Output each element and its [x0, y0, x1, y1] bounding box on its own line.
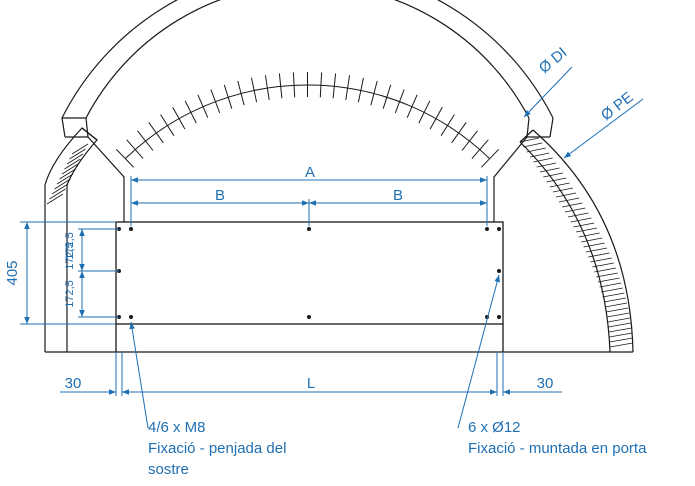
hatch-line	[599, 282, 622, 288]
brick-joint	[418, 100, 431, 124]
hole	[307, 227, 311, 231]
dim-30-left-label: 30	[65, 375, 82, 392]
hatch-line	[66, 153, 84, 165]
note-left-line3: sostre	[148, 461, 189, 478]
hatch-line	[604, 302, 628, 308]
note-right-line2: Fixació - muntada en porta	[468, 440, 647, 457]
hatch-line	[536, 162, 557, 168]
hatch-line	[543, 172, 564, 178]
dim-172-mid-label: 172,5	[64, 242, 76, 270]
hatch-line	[594, 267, 616, 273]
right-side-wall	[519, 129, 634, 353]
hatch-line	[602, 292, 625, 298]
hole	[485, 227, 489, 231]
dim-172-top-label: 172,5	[64, 232, 76, 260]
dim-a-label: A	[305, 164, 315, 181]
hole	[497, 227, 501, 231]
hole	[129, 227, 133, 231]
hatch-line	[608, 322, 631, 328]
hole	[307, 315, 311, 319]
hatch-line	[59, 168, 76, 180]
hatch-line	[573, 222, 595, 228]
hatch-line	[64, 158, 81, 170]
brick-joint	[184, 100, 197, 124]
left-wall-hatching	[46, 143, 89, 205]
hatch-line	[567, 212, 589, 218]
hole	[129, 315, 133, 319]
hatch-line	[576, 227, 597, 233]
note-left-line1: 4/6 x M8	[148, 419, 206, 436]
hatch-line	[607, 317, 631, 323]
hatch-line	[51, 183, 69, 195]
mounting-holes	[117, 227, 501, 319]
hatch-line	[588, 252, 610, 258]
hole	[497, 315, 501, 319]
hatch-line	[578, 232, 600, 238]
hatch-line	[609, 342, 633, 348]
hatch-line	[562, 202, 583, 208]
dimension-lines	[20, 66, 644, 429]
inner-chamber	[45, 136, 633, 353]
hatch-line	[69, 148, 86, 160]
dome-outline	[61, 0, 554, 138]
hatch-line	[583, 242, 605, 248]
dim-172-bottom-label: 172,5	[64, 280, 76, 308]
hatch-line	[54, 178, 71, 190]
hatch-line	[71, 143, 89, 155]
hatch-line	[597, 277, 620, 283]
hatch-line	[546, 177, 567, 183]
hatch-line	[552, 187, 573, 193]
note-right-line1: 6 x Ø12	[468, 419, 521, 436]
top-arch-bricks	[115, 72, 500, 168]
dim-l-label: L	[307, 375, 315, 392]
hatch-line	[608, 327, 632, 333]
hatch-line	[585, 247, 608, 253]
hatch-line	[46, 193, 64, 205]
dim-30-right-label: 30	[537, 375, 554, 392]
hatch-line	[601, 287, 623, 293]
dim-b-right-label: B	[393, 187, 403, 204]
hatch-line	[603, 297, 626, 303]
hatch-line	[533, 157, 553, 163]
hatch-line	[530, 152, 550, 158]
hatch-line	[605, 307, 629, 313]
brick-course	[124, 84, 491, 160]
dim-b-left-label: B	[215, 187, 225, 204]
hatch-line	[596, 272, 618, 278]
hatch-line	[523, 142, 543, 148]
hatch-line	[581, 237, 603, 243]
right-wall-hatching	[519, 137, 633, 348]
hatch-line	[526, 147, 546, 153]
hatch-line	[61, 163, 79, 175]
hatch-line	[609, 332, 633, 338]
hatch-line	[592, 262, 614, 268]
hatch-line	[549, 182, 570, 188]
note-left-line2: Fixació - penjada del	[148, 440, 286, 457]
hatch-line	[564, 207, 586, 213]
hatch-line	[49, 188, 66, 200]
hatch-line	[539, 167, 560, 173]
mounting-panel	[115, 221, 504, 352]
hatch-line	[606, 312, 630, 318]
hatch-line	[555, 192, 577, 198]
dia-inner-label: Ø DI	[536, 44, 571, 77]
hole	[497, 269, 501, 273]
hatch-line	[56, 173, 74, 185]
hatch-line	[609, 337, 633, 343]
hatch-line	[570, 217, 592, 223]
hatch-line	[558, 197, 580, 203]
dim-405-label: 405	[4, 260, 21, 285]
hatch-line	[590, 257, 612, 263]
